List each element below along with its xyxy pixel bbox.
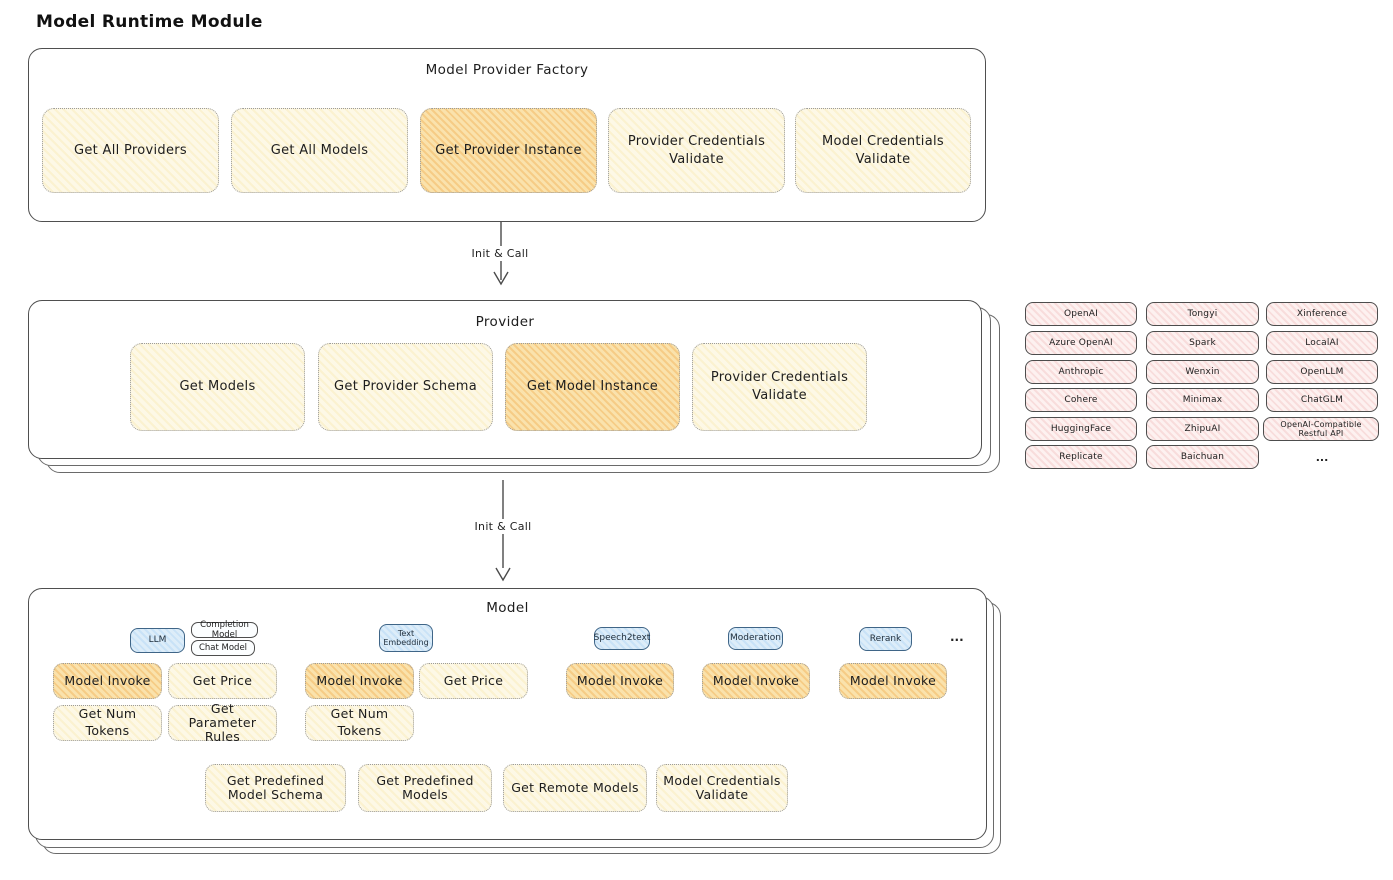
factory-method-provider-credentials-validate: Provider Credentials Validate — [608, 108, 785, 193]
model-method-model-credentials-validate: Model Credentials Validate — [656, 764, 788, 812]
llm-method-get-num-tokens: Get Num Tokens — [53, 705, 162, 741]
provider-card-tongyi: Tongyi — [1146, 302, 1259, 326]
factory-method-get-all-models: Get All Models — [231, 108, 408, 193]
provider-method-get-model-instance: Get Model Instance — [505, 343, 680, 431]
factory-method-model-credentials-validate: Model Credentials Validate — [795, 108, 971, 193]
provider-card-cohere: Cohere — [1025, 388, 1137, 412]
provider-card-chatglm: ChatGLM — [1266, 388, 1378, 412]
page-title: Model Runtime Module — [36, 12, 263, 32]
provider-cards-ellipsis: ... — [1315, 450, 1329, 464]
rerank-method-model-invoke: Model Invoke — [839, 663, 947, 699]
provider-card-anthropic: Anthropic — [1025, 360, 1137, 384]
model-type-tag-completion-model: Completion Model — [191, 620, 258, 640]
model-types-ellipsis: ... — [950, 630, 964, 644]
model-title: Model — [486, 600, 529, 616]
provider-card-xinference: Xinference — [1266, 302, 1378, 326]
model-method-get-remote-models: Get Remote Models — [503, 764, 647, 812]
provider-card-localai: LocalAI — [1266, 331, 1378, 355]
llm-method-model-invoke: Model Invoke — [53, 663, 162, 699]
provider-card-zhipuai: ZhipuAI — [1146, 417, 1259, 441]
provider-method-provider-credentials-validate: Provider Credentials Validate — [692, 343, 867, 431]
provider-card-huggingface: HuggingFace — [1025, 417, 1137, 441]
model-type-tag-chat-model: Chat Model — [191, 640, 255, 656]
text-embedding-method-get-price: Get Price — [419, 663, 528, 699]
provider-card-wenxin: Wenxin — [1146, 360, 1259, 384]
llm-method-get-price: Get Price — [168, 663, 277, 699]
provider-card-azure-openai: Azure OpenAI — [1025, 331, 1137, 355]
provider-card-minimax: Minimax — [1146, 388, 1259, 412]
text-embedding-method-model-invoke: Model Invoke — [305, 663, 414, 699]
model-type-tag-llm: LLM — [130, 628, 185, 653]
init-call-label: Init & Call — [467, 246, 533, 261]
model-type-tag-rerank: Rerank — [859, 627, 912, 651]
provider-method-get-models: Get Models — [130, 343, 305, 431]
model-type-tag-moderation: Moderation — [728, 627, 783, 650]
model-method-get-predefined-model-schema: Get Predefined Model Schema — [205, 764, 346, 812]
provider-card-baichuan: Baichuan — [1146, 445, 1259, 469]
provider-title: Provider — [475, 314, 535, 330]
model-type-tag-speech2text: Speech2text — [594, 627, 650, 650]
factory-title: Model Provider Factory — [425, 62, 589, 78]
provider-card-spark: Spark — [1146, 331, 1259, 355]
llm-method-get-parameter-rules: Get Parameter Rules — [168, 702, 277, 743]
provider-card-replicate: Replicate — [1025, 445, 1137, 469]
text-embedding-method-get-num-tokens: Get Num Tokens — [305, 705, 414, 741]
factory-method-get-provider-instance: Get Provider Instance — [420, 108, 597, 193]
provider-card-openllm: OpenLLM — [1266, 360, 1378, 384]
moderation-method-model-invoke: Model Invoke — [702, 663, 810, 699]
init-call-label: Init & Call — [470, 519, 536, 534]
provider-card-openai-compatible: OpenAI-Compatible Restful API — [1263, 417, 1379, 441]
model-type-tag-text-embedding: Text Embedding — [379, 624, 433, 652]
provider-card-openai: OpenAI — [1025, 302, 1137, 326]
model-method-get-predefined-models: Get Predefined Models — [358, 764, 492, 812]
speech2text-method-model-invoke: Model Invoke — [566, 663, 674, 699]
provider-method-get-provider-schema: Get Provider Schema — [318, 343, 493, 431]
factory-method-get-all-providers: Get All Providers — [42, 108, 219, 193]
